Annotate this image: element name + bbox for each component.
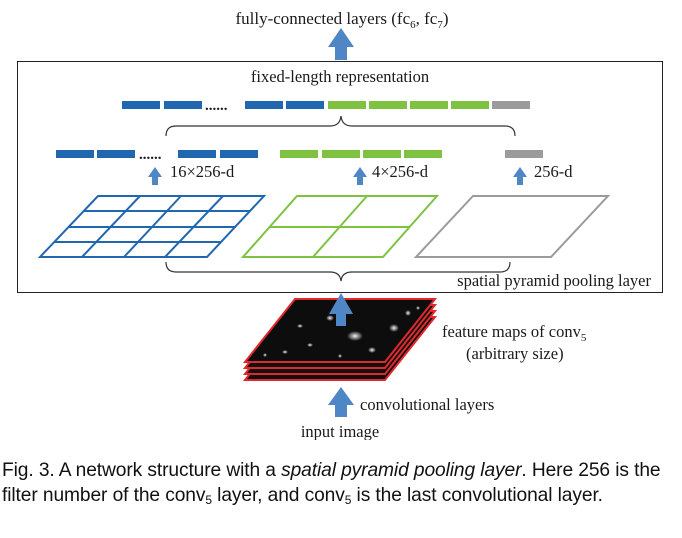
label-4x256: 4×256-d xyxy=(372,162,429,181)
arrow-to-spp-icon xyxy=(329,293,353,326)
spp-box xyxy=(17,61,663,293)
svg-text:......: ...... xyxy=(205,98,228,114)
vector-1x256 xyxy=(505,150,543,158)
upper-brace xyxy=(165,115,516,137)
grid-2x2 xyxy=(240,195,440,258)
label-256: 256-d xyxy=(534,162,573,181)
arrow-from-input-icon xyxy=(328,387,354,417)
vector-16x256: ...... xyxy=(56,147,258,163)
arrow-4-icon xyxy=(353,167,367,185)
fixed-length-label: fixed-length representation xyxy=(251,67,429,86)
feature-maps-label: feature maps of conv5 xyxy=(442,322,587,344)
feature-speckles xyxy=(263,306,420,358)
figure-caption: Fig. 3. A network structure with a spati… xyxy=(2,460,661,507)
arrow-16-icon xyxy=(148,167,162,185)
feature-maps-stack xyxy=(242,298,438,381)
caption-emphasis: spatial pyramid pooling layer xyxy=(281,460,522,481)
spp-network-diagram: fully-connected layers (fc6, fc7) fixed-… xyxy=(17,9,663,440)
arrow-to-fc-icon xyxy=(328,28,354,60)
lower-brace xyxy=(165,261,511,282)
grid-4x4 xyxy=(37,195,267,258)
label-16x256: 16×256-d xyxy=(170,162,235,181)
arrow-1-icon xyxy=(513,167,527,185)
input-image-label: input image xyxy=(301,422,379,440)
spp-layer-label: spatial pyramid pooling layer xyxy=(457,271,651,290)
fc-layers-label: fully-connected layers (fc6, fc7) xyxy=(235,9,448,31)
vector-4x256 xyxy=(280,150,442,158)
conv-layers-label: convolutional layers xyxy=(360,395,494,414)
grid-1x1 xyxy=(413,195,611,258)
arbitrary-size-label: (arbitrary size) xyxy=(466,344,564,363)
svg-text:......: ...... xyxy=(139,147,162,163)
fixed-length-vector: ...... xyxy=(122,98,530,114)
